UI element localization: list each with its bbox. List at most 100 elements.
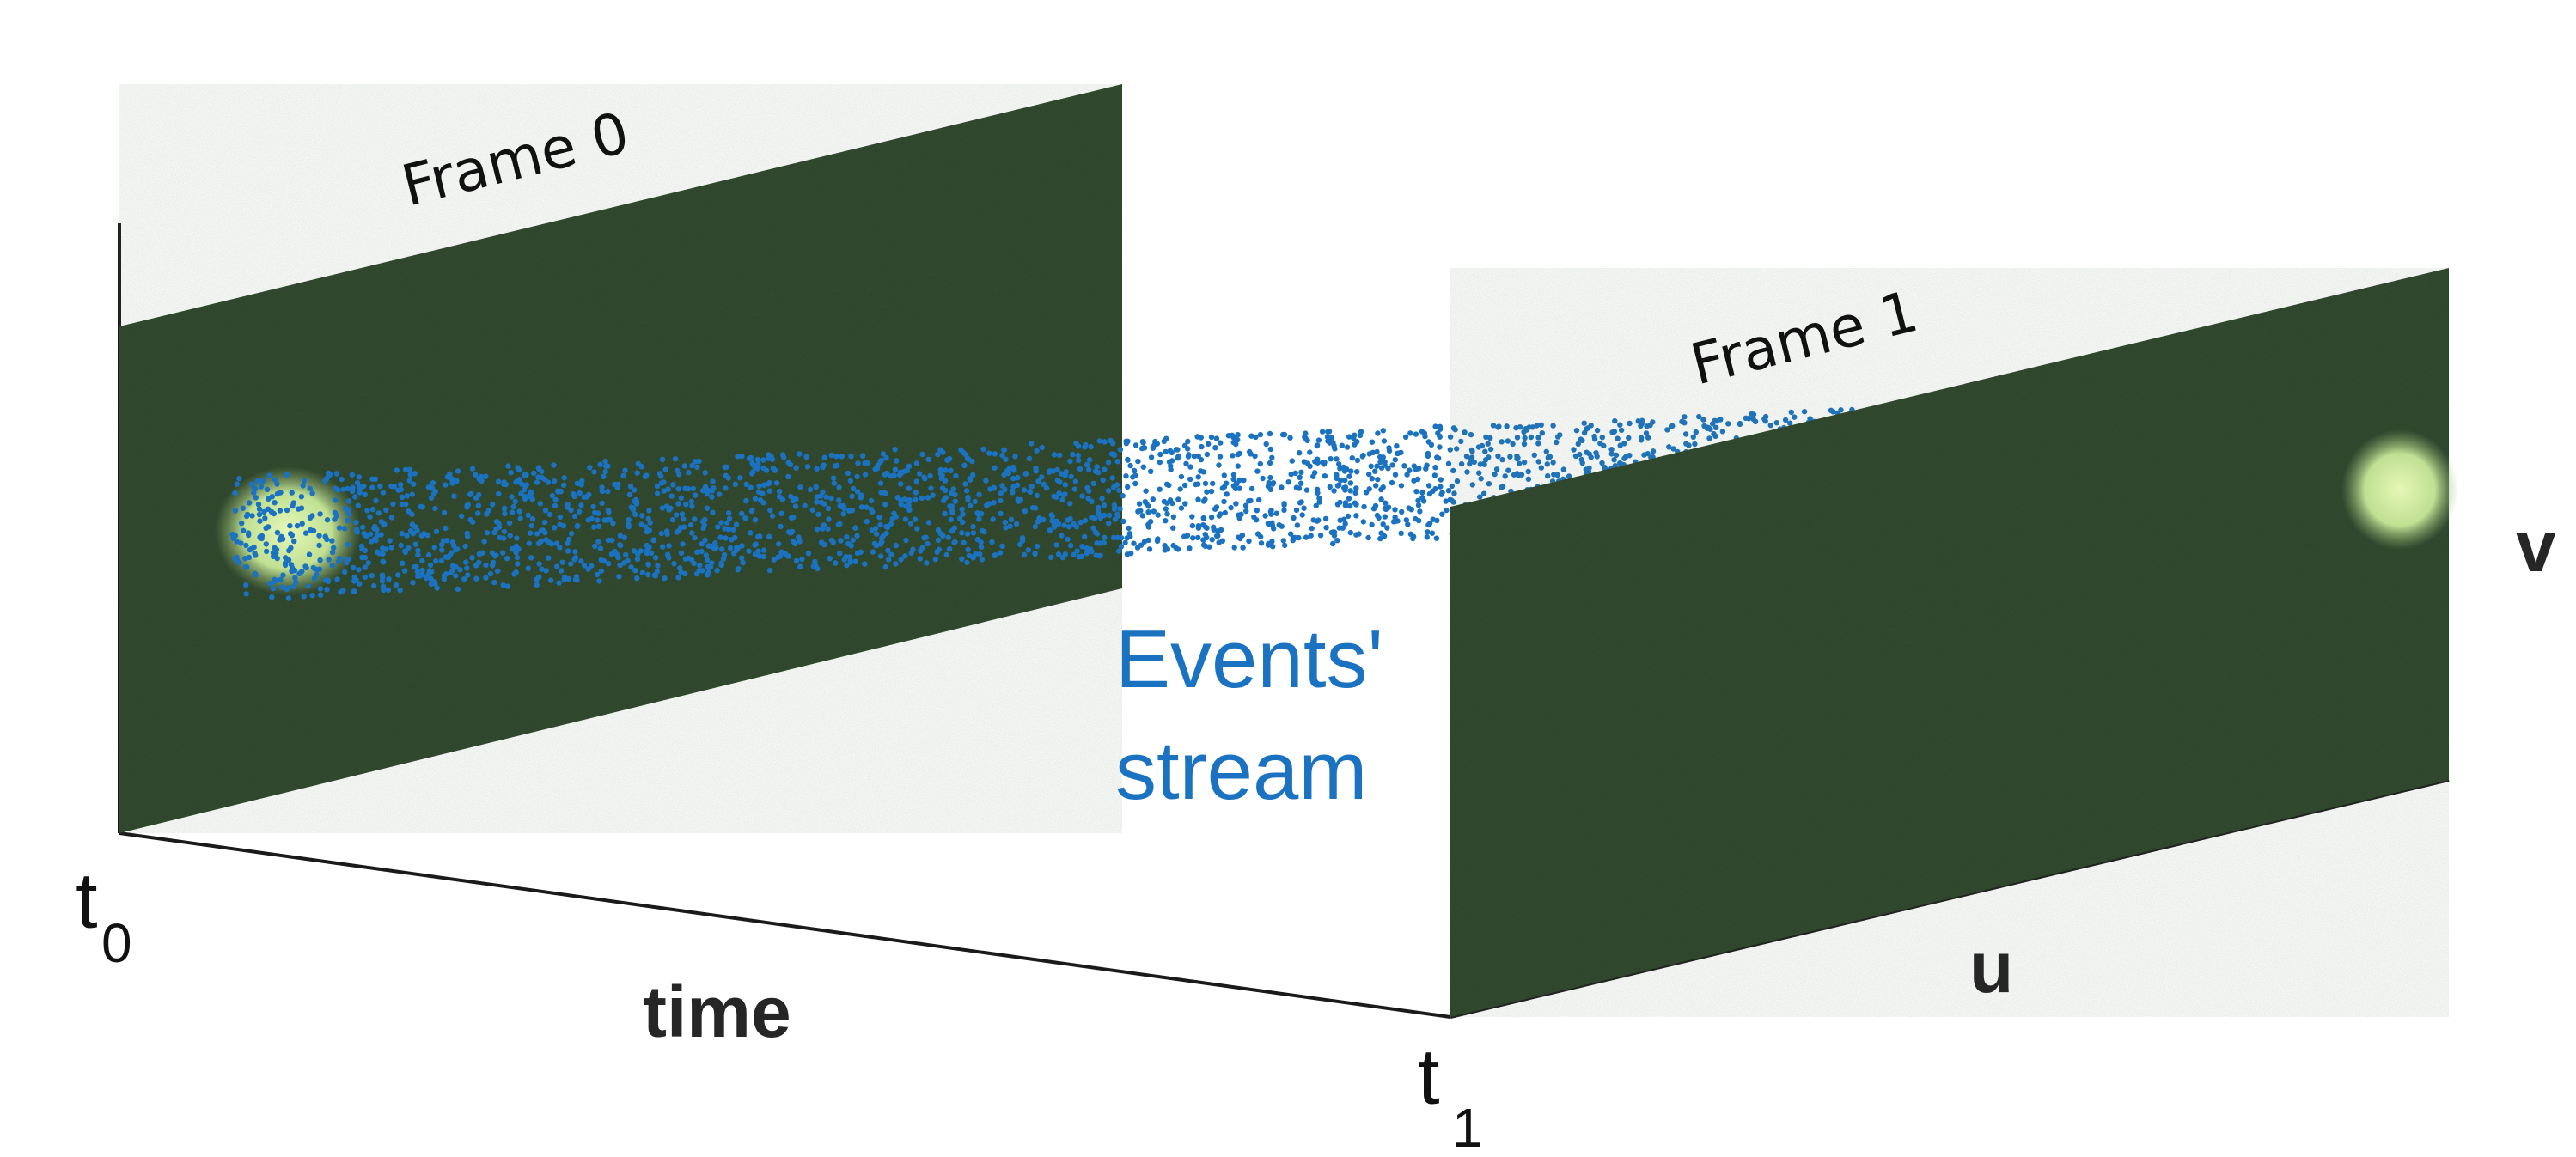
event-point: [1230, 434, 1236, 441]
event-point: [1643, 430, 1650, 436]
event-point: [525, 512, 531, 518]
event-point: [893, 542, 900, 549]
event-point: [497, 534, 503, 541]
event-point: [1635, 418, 1641, 424]
event-point: [821, 541, 827, 548]
event-point: [1170, 514, 1177, 520]
event-point: [628, 504, 634, 510]
event-point: [1208, 434, 1215, 441]
event-point: [1292, 470, 1298, 476]
event-point: [599, 500, 605, 506]
event-point: [951, 539, 957, 545]
event-point: [1516, 460, 1523, 466]
event-point: [403, 466, 409, 472]
event-point: [723, 535, 729, 541]
event-point: [324, 517, 331, 523]
event-point: [1296, 485, 1303, 491]
event-point: [937, 466, 944, 473]
event-point: [1096, 508, 1102, 515]
event-point: [885, 547, 891, 553]
event-point: [999, 543, 1005, 549]
event-point: [1294, 522, 1301, 528]
event-point: [818, 493, 824, 499]
event-point: [355, 502, 361, 508]
event-point: [1566, 473, 1572, 479]
event-point: [266, 524, 272, 530]
event-point: [968, 502, 974, 508]
event-point: [850, 485, 857, 491]
event-point: [1410, 533, 1417, 539]
event-point: [1347, 502, 1353, 509]
event-point: [952, 498, 958, 504]
event-point: [642, 473, 649, 479]
event-point: [367, 531, 374, 537]
event-point: [894, 495, 901, 501]
event-point: [1313, 502, 1319, 509]
event-point: [553, 540, 560, 546]
event-point: [301, 478, 308, 484]
event-point: [1187, 545, 1193, 551]
event-point: [1252, 453, 1258, 460]
event-point: [443, 554, 449, 560]
event-point: [903, 503, 909, 509]
event-point: [1118, 535, 1125, 541]
event-point: [1725, 421, 1731, 427]
event-point: [632, 568, 638, 574]
event-point: [351, 564, 357, 571]
event-point: [919, 495, 925, 502]
event-point: [949, 508, 955, 514]
event-point: [1288, 471, 1294, 478]
event-point: [650, 537, 656, 543]
event-point: [565, 548, 571, 554]
event-point: [852, 525, 858, 531]
event-point: [409, 491, 415, 497]
event-point: [852, 558, 859, 564]
event-point: [937, 471, 944, 477]
event-point: [238, 540, 244, 546]
event-point: [998, 510, 1004, 517]
event-point: [1202, 480, 1209, 487]
event-point: [1086, 457, 1093, 463]
event-point: [965, 546, 971, 552]
event-point: [1240, 545, 1246, 551]
event-point: [1700, 417, 1706, 423]
event-point: [1212, 445, 1218, 451]
event-point: [390, 501, 396, 507]
event-point: [1169, 458, 1175, 464]
event-point: [307, 485, 313, 491]
event-point: [1299, 512, 1305, 518]
event-point: [1102, 439, 1108, 445]
event-point: [854, 489, 861, 495]
event-point: [1485, 441, 1491, 447]
event-point: [864, 518, 870, 525]
event-point: [760, 547, 767, 553]
event-point: [1206, 544, 1212, 550]
event-point: [602, 458, 608, 465]
event-point: [496, 490, 502, 497]
event-point: [1545, 454, 1552, 461]
event-point: [634, 575, 640, 582]
event-point: [266, 472, 272, 478]
event-point: [681, 516, 687, 522]
event-point: [668, 493, 675, 499]
event-point: [1279, 484, 1285, 490]
event-point: [877, 541, 884, 547]
event-point: [1209, 537, 1215, 543]
event-point: [539, 566, 545, 572]
event-point: [1096, 438, 1103, 444]
event-point: [1462, 429, 1468, 435]
event-point: [1257, 431, 1264, 438]
time-axis-line: [119, 831, 1451, 1019]
event-point: [507, 533, 513, 539]
event-point: [253, 495, 259, 501]
event-point: [635, 460, 641, 466]
event-point: [1481, 461, 1487, 467]
event-point: [1375, 477, 1381, 483]
event-point: [1289, 458, 1296, 464]
event-point: [1322, 515, 1329, 522]
event-point: [1613, 452, 1620, 459]
event-point: [334, 576, 340, 582]
event-point: [1579, 460, 1585, 466]
event-point: [787, 461, 794, 467]
event-point: [990, 516, 996, 522]
